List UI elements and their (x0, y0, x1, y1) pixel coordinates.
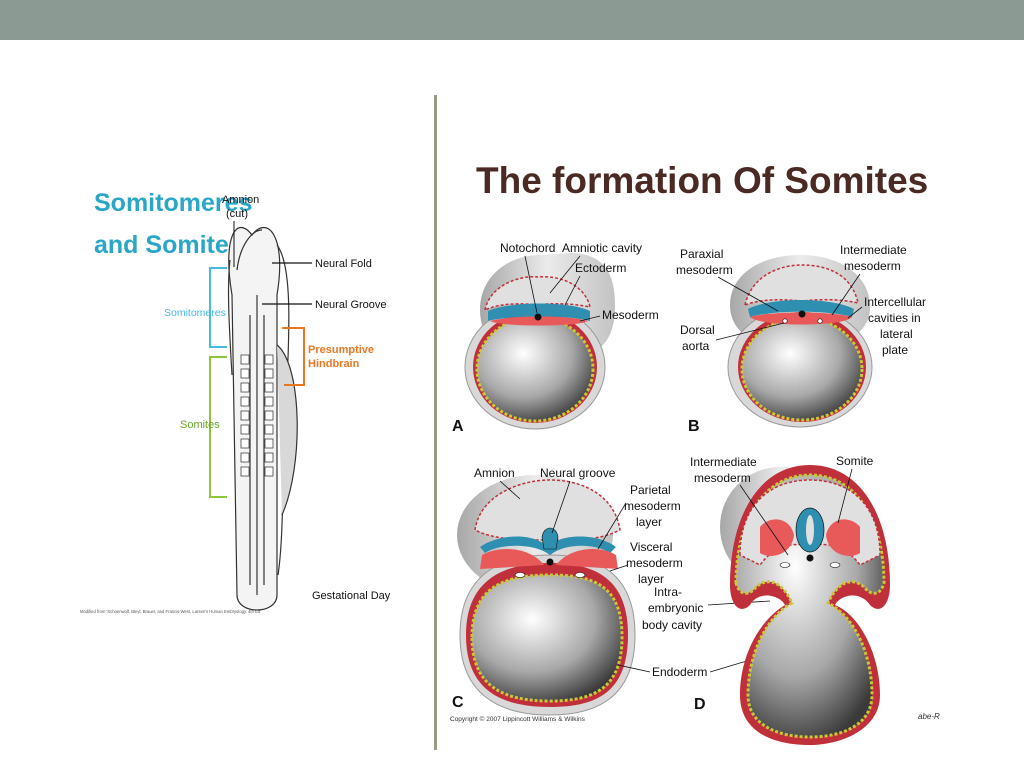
label-neural-fold: Neural Fold (315, 258, 372, 270)
label-intra-2: embryonic (648, 601, 703, 615)
label-intercellular-4: plate (882, 343, 908, 357)
label-intercellular-3: lateral (880, 327, 913, 341)
figure-title-line1: Somitomeres (94, 189, 252, 217)
label-intermediate-d-1: Intermediate (690, 455, 757, 469)
label-somite: Somite (836, 454, 874, 468)
label-paraxial-2: mesoderm (676, 263, 733, 277)
label-endoderm: Endoderm (652, 665, 707, 679)
somites-bracket (209, 356, 227, 498)
label-somites: Somites (180, 419, 220, 431)
label-presumptive: Presumptive (308, 344, 374, 356)
panel-c: Amnion Neural groove Parietal mesoderm l… (452, 466, 771, 716)
figure-copyright: Copyright © 2007 Lippincott Williams & W… (450, 715, 586, 723)
label-parietal-3: layer (636, 515, 662, 529)
panel-letter-b: B (688, 418, 700, 435)
somite-formation-svg: The formation Of Somites Notochord Amnio… (450, 160, 940, 745)
panel-d: Intermediate mesoderm Somite abe-R D (690, 454, 940, 745)
label-visceral-1: Visceral (630, 540, 672, 554)
label-dorsal-2: aorta (682, 339, 710, 353)
label-ectoderm: Ectoderm (575, 261, 626, 275)
label-mesoderm: Mesoderm (602, 308, 659, 322)
panel-letter-a: A (452, 418, 464, 435)
somitomeres-figure: Somitomeres and Somites Amnion (cut) (72, 175, 392, 625)
label-dorsal-1: Dorsal (680, 323, 715, 337)
formation-title: The formation Of Somites (476, 160, 928, 201)
panel-b: Paraxial mesoderm Intermediate mesoderm … (676, 243, 926, 435)
label-neural-groove-c: Neural groove (540, 466, 616, 480)
label-amnion: Amnion (222, 194, 259, 206)
label-amniotic-cavity: Amniotic cavity (562, 241, 642, 255)
slide-header-bar (0, 0, 1024, 40)
column-divider (434, 95, 437, 750)
label-intercellular-2: cavities in (868, 311, 921, 325)
label-parietal-2: mesoderm (624, 499, 681, 513)
label-visceral-3: layer (638, 572, 664, 586)
artist-signature: abe-R (918, 712, 940, 721)
label-intra-1: Intra- (654, 585, 682, 599)
somitomeres-bracket (209, 267, 227, 348)
label-notochord: Notochord (500, 241, 555, 255)
label-somitomeres: Somitomeres (164, 307, 226, 319)
panel-letter-c: C (452, 694, 464, 711)
embryo-drawing (227, 226, 298, 611)
panel-letter-d: D (694, 696, 706, 713)
label-paraxial-1: Paraxial (680, 247, 723, 261)
hindbrain-bracket (282, 327, 305, 386)
label-amnion-cut: (cut) (226, 208, 248, 220)
label-neural-groove: Neural Groove (315, 299, 387, 311)
panel-a: Notochord Amniotic cavity Ectoderm Mesod… (452, 241, 659, 435)
figure-credit: Modified from 'Schoenwolf, Bleyl, Brauer… (80, 609, 261, 614)
label-intra-3: body cavity (642, 618, 702, 632)
label-intermediate-b-2: mesoderm (844, 259, 901, 273)
label-gestational-day: Gestational Day 21 (312, 590, 392, 602)
somitomeres-svg: Somitomeres and Somites Amnion (cut) (80, 189, 392, 614)
label-visceral-2: mesoderm (626, 556, 683, 570)
somite-blocks (240, 354, 274, 477)
label-intermediate-d-2: mesoderm (694, 471, 751, 485)
label-hindbrain: Hindbrain (308, 358, 360, 370)
label-intermediate-b-1: Intermediate (840, 243, 907, 257)
label-intercellular-1: Intercellular (864, 295, 926, 309)
figure-title-line2: and Somites (94, 231, 243, 259)
label-amnion-c: Amnion (474, 466, 515, 480)
label-parietal-1: Parietal (630, 483, 671, 497)
somite-formation-figure: The formation Of Somites Notochord Amnio… (440, 135, 992, 750)
